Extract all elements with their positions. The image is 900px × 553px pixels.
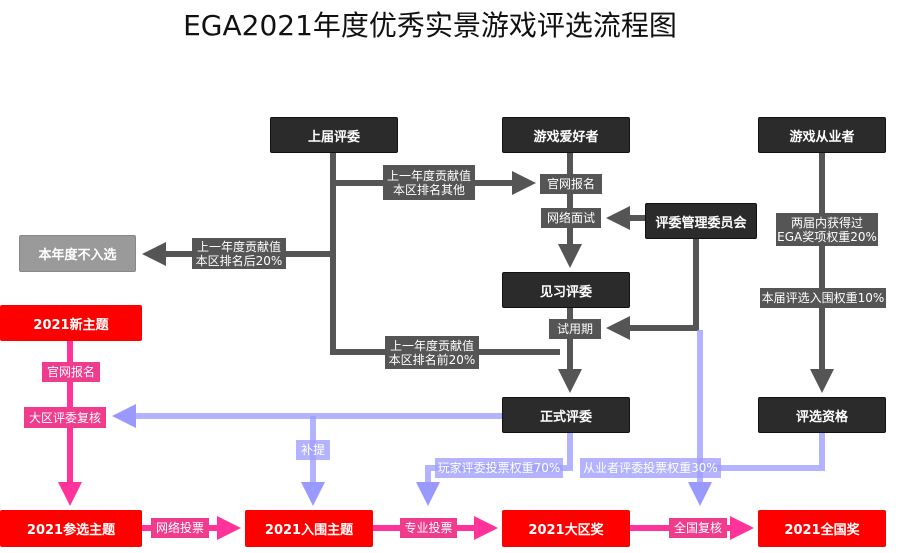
label-line: 本区排名前20%	[388, 352, 476, 367]
label-player-weight: 玩家评委投票权重70%	[435, 458, 563, 478]
box-not-selected: 本年度不入选	[19, 235, 136, 272]
label-theme-signup: 官网报名	[42, 362, 100, 382]
box-regional-award: 2021大区奖	[502, 510, 630, 547]
label-line: 上一年度贡献值	[196, 239, 281, 254]
label-finalist-weight: 本届评选入围权重10%	[760, 288, 886, 308]
label-probation: 试用期	[549, 319, 601, 339]
label-pro-vote: 专业投票	[400, 518, 457, 538]
box-new-theme: 2021新主题	[0, 305, 142, 341]
label-rank-other: 上一年度贡献值本区排名其他	[383, 165, 475, 200]
label-online-vote: 网络投票	[151, 518, 209, 538]
page-title: EGA2021年度优秀实景游戏评选流程图	[183, 9, 677, 42]
label-line: EGA奖项权重20%	[777, 229, 877, 244]
label-line: 两届内获得过	[790, 215, 863, 230]
box-trainee: 见习评委	[502, 272, 630, 308]
box-industry: 游戏从业者	[758, 117, 886, 153]
box-formal: 正式评委	[502, 397, 630, 433]
label-line: 本区排名后20%	[195, 253, 283, 268]
box-entry-theme: 2021参选主题	[0, 510, 142, 547]
box-national-award: 2021全国奖	[758, 510, 886, 547]
box-qualification: 评选资格	[758, 397, 886, 433]
label-supplement: 补提	[296, 440, 330, 460]
label-national-review: 全国复核	[669, 518, 727, 538]
line-industry-weight	[700, 433, 825, 471]
arrow-committee-probation	[606, 238, 699, 340]
line-prev-trunk	[330, 153, 560, 355]
label-regional-review: 大区评委复核	[24, 407, 106, 428]
label-line: 本区排名其他	[392, 182, 465, 197]
box-prev-judges: 上届评委	[270, 117, 398, 153]
label-industry-weight: 从业者评委投票权重30%	[580, 458, 721, 478]
box-committee: 评委管理委员会	[645, 203, 757, 239]
box-game-fans: 游戏爱好者	[502, 117, 630, 153]
label-line: 上一年度贡献值	[386, 168, 471, 183]
box-finalist-theme: 2021入围主题	[245, 510, 373, 547]
label-official-signup: 官网报名	[540, 174, 602, 194]
label-interview: 网络面试	[541, 208, 601, 228]
label-rank-top: 上一年度贡献值本区排名前20%	[385, 336, 479, 369]
label-rank-bottom: 上一年度贡献值本区排名后20%	[192, 238, 286, 269]
label-line: 上一年度贡献值	[389, 338, 474, 353]
